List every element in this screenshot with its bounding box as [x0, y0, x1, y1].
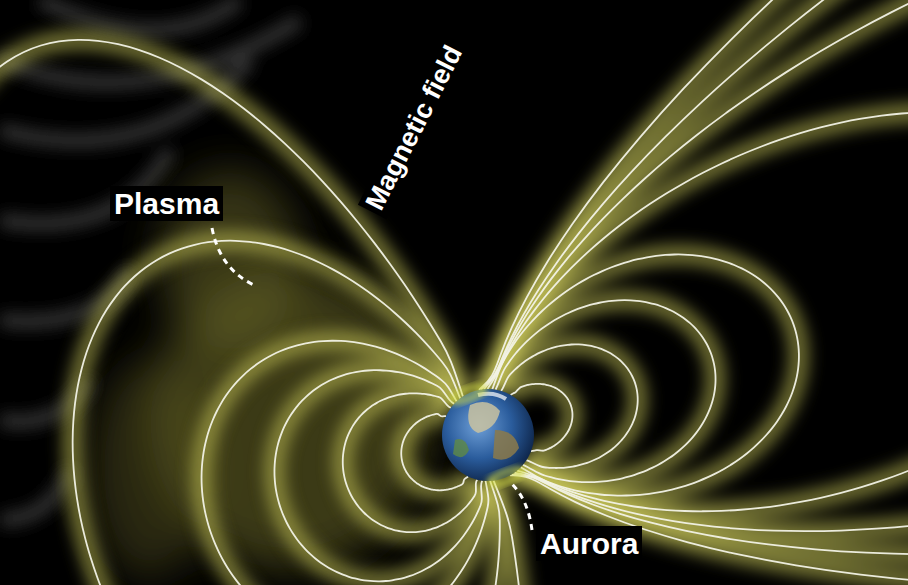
field-line: [484, 0, 908, 531]
field-line: [73, 241, 500, 585]
field-line: [0, 40, 525, 585]
field-line: [487, 112, 908, 511]
aurora-leader: [512, 484, 532, 530]
plasma-label: Plasma: [110, 186, 223, 221]
plasma-glow: [0, 40, 525, 585]
field-line: [479, 0, 908, 585]
plasma-glow: [479, 0, 908, 585]
aurora-label: Aurora: [536, 526, 642, 561]
field-line: [202, 341, 489, 585]
plasma-leader: [212, 228, 256, 286]
plasma-glow: [73, 241, 500, 585]
aurora-ovals: [449, 383, 524, 488]
plasma-glow: [487, 112, 908, 511]
field-line: [481, 0, 908, 555]
field-label: Magnetic field: [358, 37, 472, 219]
leader-lines: [212, 228, 532, 530]
